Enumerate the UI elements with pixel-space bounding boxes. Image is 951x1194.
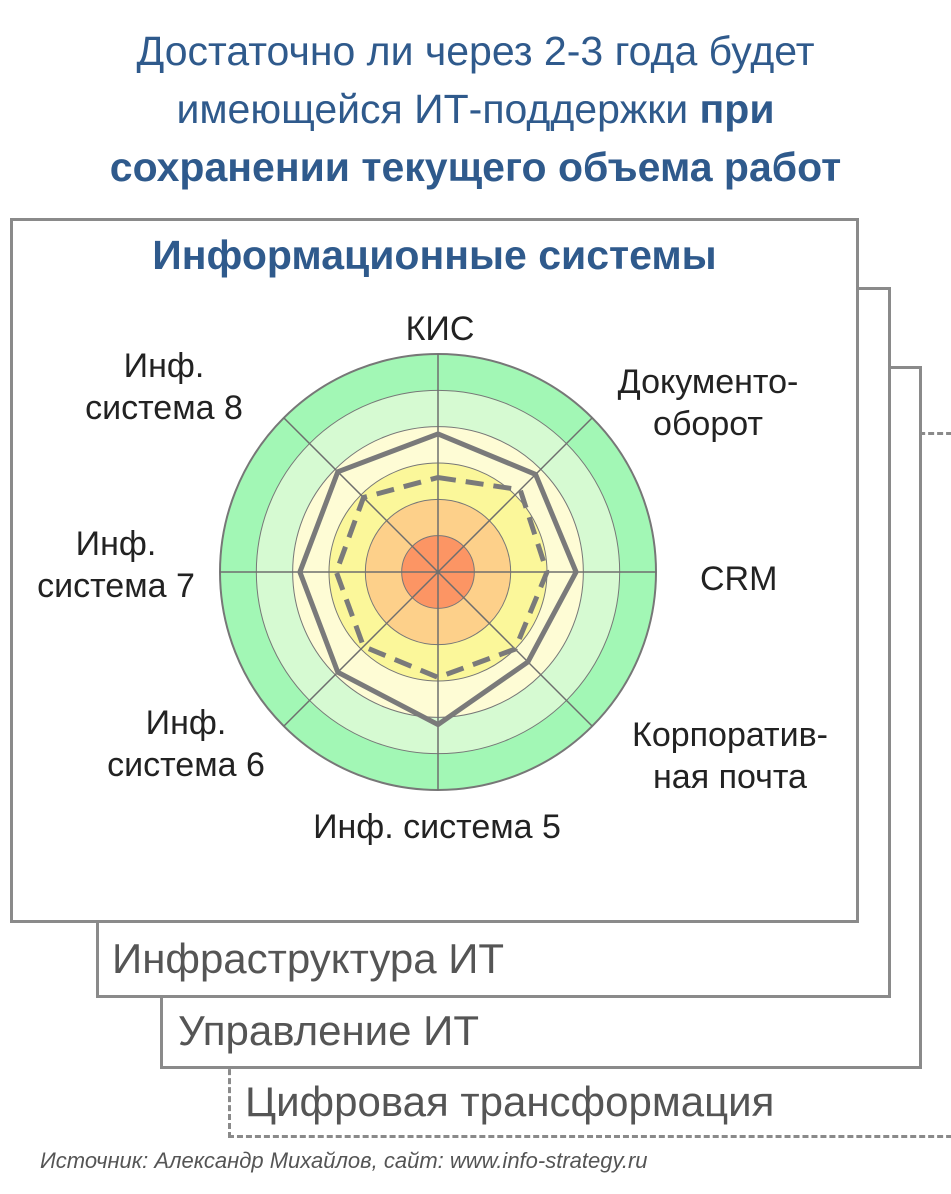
card-label-infrastructure: Инфраструктура ИТ [112,935,505,982]
radar-axis-label-7: Инф.система 7 [37,525,195,605]
radar-axis-label-4: Корпоратив-ная почта [632,716,828,796]
radar-axis-label-6: Инф.система 6 [107,704,265,784]
radar-spoke-6 [283,571,439,727]
radar-axis-label-8: Инф.система 8 [85,347,243,427]
radar-axis-label-2: Документо-оборот [618,363,799,443]
radar-spoke-8 [283,417,439,573]
radar-axis-label-3: CRM [700,560,777,598]
radar-series [297,431,579,728]
radar-spokes [220,354,656,790]
title-line-2-normal: имеющейся ИТ-поддержки [176,86,700,132]
title-line-1: Достаточно ли через 2-3 года будет [136,28,815,74]
radar-spoke-2 [437,417,593,573]
title-line-3-bold: сохранении текущего объема работ [109,144,842,190]
radar-series-dashed [333,474,550,681]
title-line-3: сохранении текущего объема работ [0,138,951,196]
card-label-digital: Цифровая трансформация [245,1078,775,1125]
card-label-management: Управление ИТ [178,1007,479,1054]
radar-axis-label-1: КИС [406,310,475,348]
card-title-information-systems: Информационные системы [152,232,717,278]
source-caption: Источник: Александр Михайлов, сайт: www.… [40,1148,648,1173]
radar-axis-label-5: Инф. система 5 [313,808,561,846]
title-line-2: имеющейся ИТ-поддержки при [0,80,951,138]
title-line-2-bold: при [699,86,775,132]
page-title: Достаточно ли через 2-3 года будет имеющ… [0,22,951,196]
